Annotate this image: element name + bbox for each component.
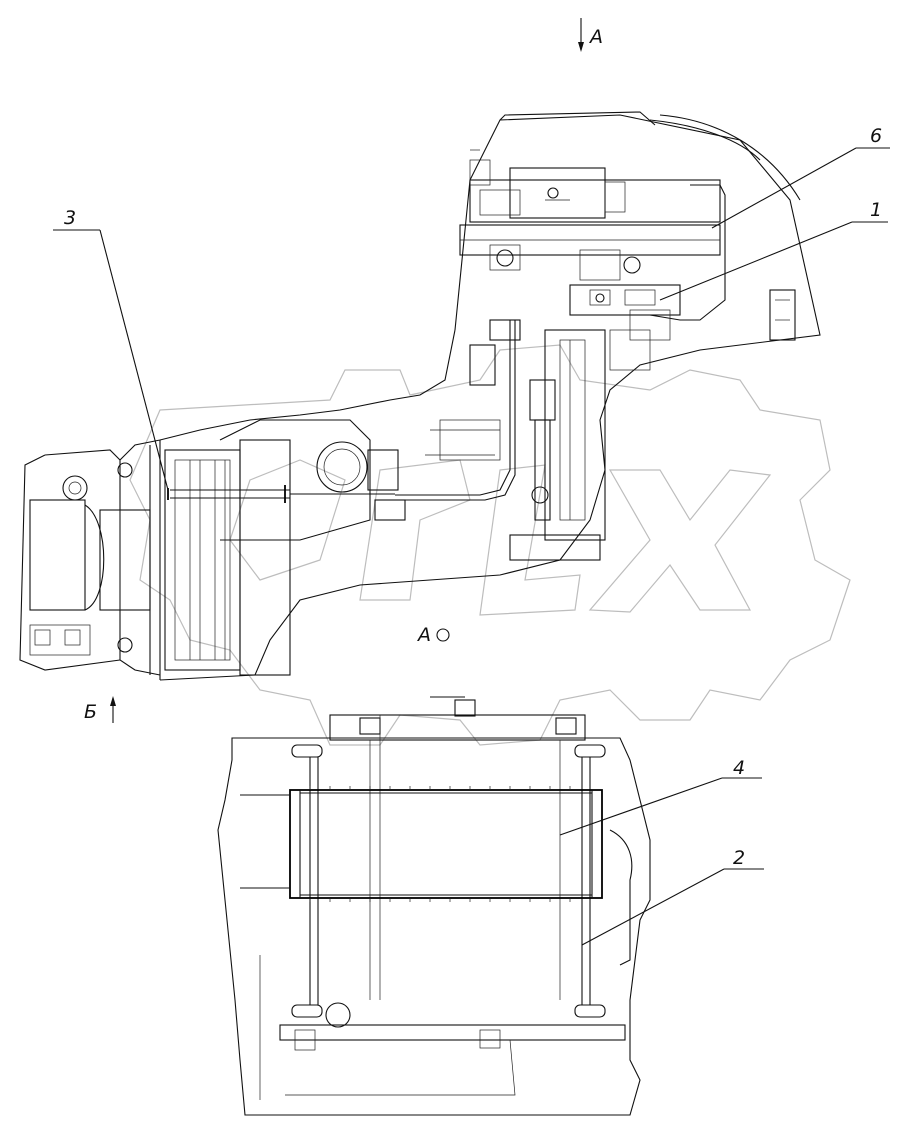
callout-2: 2 [733,847,746,869]
view-mark-label: А [418,624,431,646]
fan-assembly [117,419,406,680]
upper-assembly [159,111,821,681]
callout-6: 6 [870,125,883,147]
view-mark-a [436,628,450,642]
callout-1: 1 [870,199,883,221]
callout-4: 4 [733,757,746,779]
callout-3: 3 [64,207,77,229]
left-radiator [19,449,151,671]
tank-rivets [309,786,571,902]
lower-frame [217,696,651,1116]
view-label-b-arrow: Б [84,701,98,723]
view-arrow-a [578,18,584,52]
watermark-logo [129,344,851,746]
view-arrow-b [110,696,116,723]
view-label-a-arrow: А [590,26,603,48]
leader-lines [53,147,890,946]
